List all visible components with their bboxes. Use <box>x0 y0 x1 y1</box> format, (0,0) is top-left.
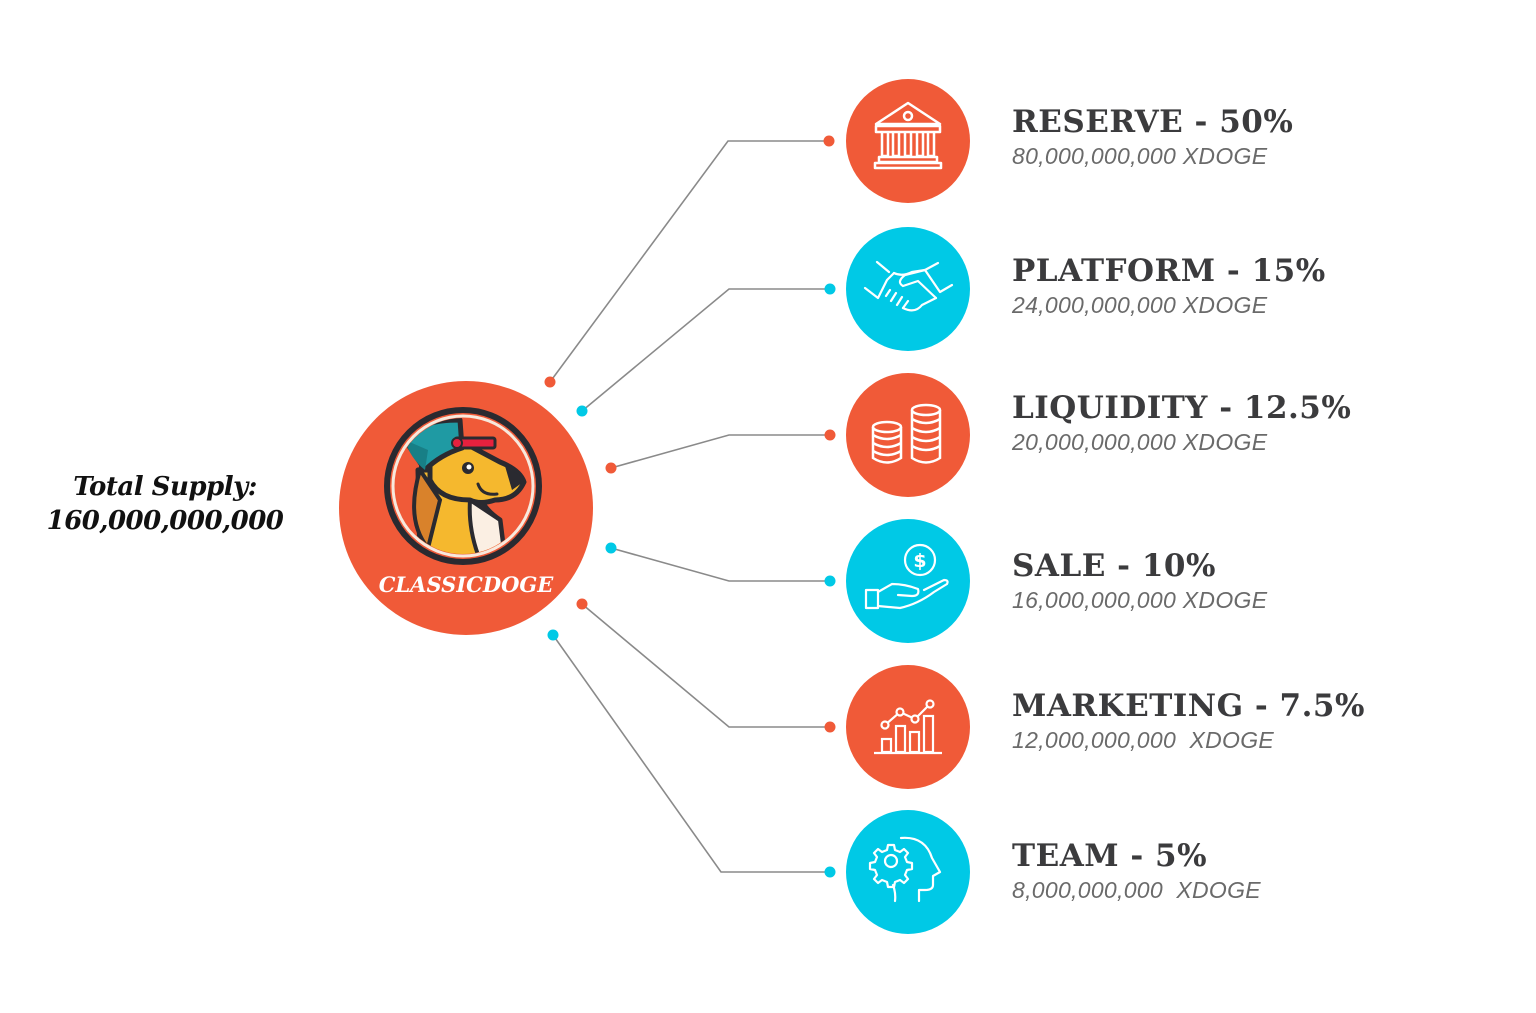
connector-dot-end-team <box>824 866 836 878</box>
connector-line-marketing <box>581 603 830 728</box>
allocation-title: MARKETING - 7.5% <box>1012 688 1365 724</box>
svg-text:$: $ <box>913 550 926 572</box>
allocation-sale: SALE - 10% 16,000,000,000 XDOGE <box>1012 548 1267 614</box>
reserve-icon-circle <box>846 79 970 203</box>
allocation-platform: PLATFORM - 15% 24,000,000,000 XDOGE <box>1012 253 1326 319</box>
allocation-amount: 20,000,000,000 XDOGE <box>1012 429 1268 455</box>
connector-dot-start-sale <box>605 542 617 554</box>
allocation-icons: $ <box>846 79 970 934</box>
handshake-icon <box>863 260 954 312</box>
connector-dot-start-team <box>547 629 559 641</box>
connector-dot-start-platform <box>576 405 588 417</box>
allocation-title: PLATFORM - 15% <box>1012 253 1326 289</box>
connector-dot-end-reserve <box>823 135 835 147</box>
allocation-marketing: MARKETING - 7.5% 12,000,000,000 XDOGE <box>1012 688 1365 754</box>
connector-dot-end-platform <box>824 283 836 295</box>
connector-line-platform <box>581 288 830 412</box>
allocation-liquidity: LIQUIDITY - 12.5% 20,000,000,000 XDOGE <box>1012 390 1351 456</box>
dog-mascot-icon <box>384 407 542 565</box>
brand-name: CLASSICDOGE <box>379 572 555 597</box>
sale-icon-circle: $ <box>846 519 970 643</box>
connector-dot-start-liquidity <box>605 462 617 474</box>
connector-dot-end-liquidity <box>824 429 836 441</box>
total-supply-label: Total Supply: <box>73 472 257 502</box>
connector-line-sale <box>610 547 830 582</box>
marketing-icon-circle <box>846 665 970 789</box>
growth-chart-icon <box>874 699 942 755</box>
connector-line-team <box>552 634 830 873</box>
connector-dot-end-marketing <box>824 721 836 733</box>
allocation-title: LIQUIDITY - 12.5% <box>1012 390 1352 426</box>
bank-icon <box>873 101 943 170</box>
total-supply: Total Supply: 160,000,000,000 <box>20 470 310 538</box>
liquidity-icon-circle <box>846 373 970 497</box>
allocation-title: SALE - 10% <box>1012 548 1216 584</box>
allocation-amount: 24,000,000,000 XDOGE <box>1012 292 1268 318</box>
allocation-team: TEAM - 5% 8,000,000,000 XDOGE <box>1012 838 1261 904</box>
connector-dot-end-sale <box>824 575 836 587</box>
coin-stacks-icon <box>871 403 942 464</box>
head-gear-icon <box>868 836 942 903</box>
team-icon-circle <box>846 810 970 934</box>
classicdoge-logo: CLASSICDOGE <box>339 381 593 635</box>
connector-dot-start-reserve <box>544 376 556 388</box>
connector-line-reserve <box>549 140 829 383</box>
allocation-reserve: RESERVE - 50% 80,000,000,000 XDOGE <box>1012 104 1293 170</box>
allocation-amount: 80,000,000,000 XDOGE <box>1012 143 1268 169</box>
allocation-title: RESERVE - 50% <box>1012 104 1294 140</box>
allocation-amount: 12,000,000,000 XDOGE <box>1012 727 1275 753</box>
total-supply-value: 160,000,000,000 <box>46 506 284 536</box>
connectors <box>544 135 836 878</box>
allocation-amount: 16,000,000,000 XDOGE <box>1012 587 1268 613</box>
connector-line-liquidity <box>610 434 830 469</box>
connector-dot-start-marketing <box>576 598 588 610</box>
platform-icon-circle <box>846 227 970 351</box>
allocation-amount: 8,000,000,000 XDOGE <box>1012 877 1261 903</box>
hand-dollar-icon: $ <box>864 543 949 610</box>
allocation-title: TEAM - 5% <box>1012 838 1208 874</box>
